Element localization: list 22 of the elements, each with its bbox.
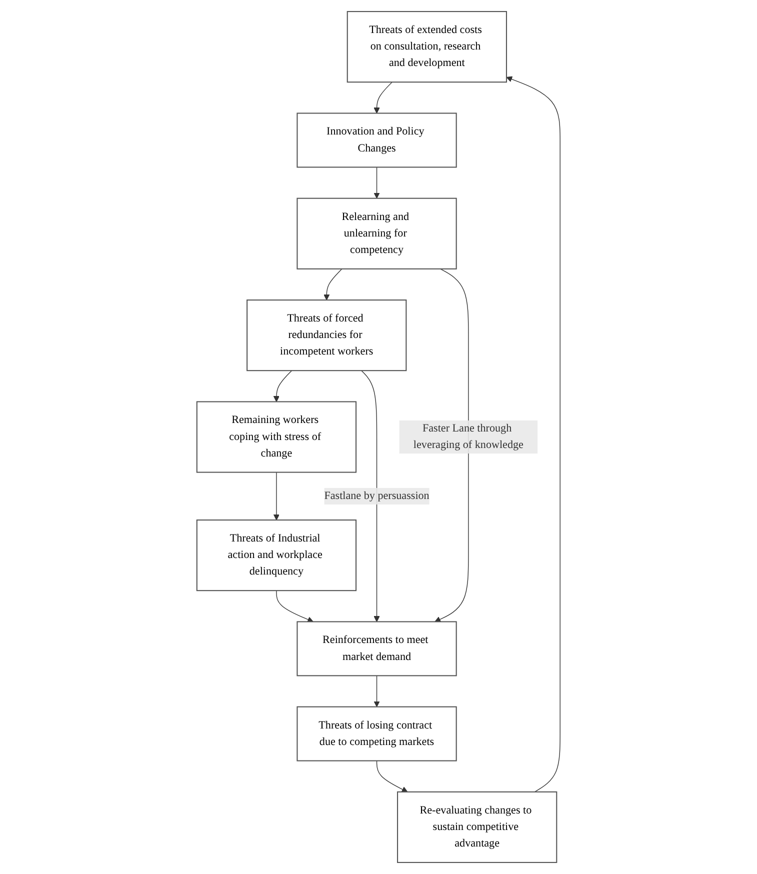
arrow <box>374 166 380 199</box>
arrow <box>273 370 292 402</box>
arrow <box>361 370 380 622</box>
node-box: Threats of extended costs on consultation, research and development <box>346 11 507 83</box>
arrow <box>506 76 560 792</box>
edge-label: Faster Lane through leveraging of knowledge <box>413 422 524 451</box>
node-box: Threats of Industrial action and workplace delinquency <box>196 520 357 592</box>
node-box: Threats of losing contract due to competing markets <box>296 706 457 762</box>
node-box: Innovation and Policy Changes <box>296 112 457 168</box>
node-box: Threats of forced redundancies for incompetent workers <box>246 300 407 372</box>
node-box: Re-evaluating changes to sustain competitive advantage <box>397 791 558 863</box>
arrow <box>376 760 408 792</box>
edge-label: Fastlane by persuassion <box>324 490 430 502</box>
arrow <box>374 82 392 114</box>
arrow <box>276 590 314 622</box>
node-box: Reinforcements to meet market demand <box>296 621 457 676</box>
arrow <box>324 268 342 300</box>
arrow <box>273 472 280 520</box>
arrow <box>374 675 380 708</box>
node-box: Relearning and unlearning for competency <box>296 198 457 270</box>
node-box: Remaining workers coping with stress of change <box>196 401 357 473</box>
arrow <box>434 268 469 622</box>
